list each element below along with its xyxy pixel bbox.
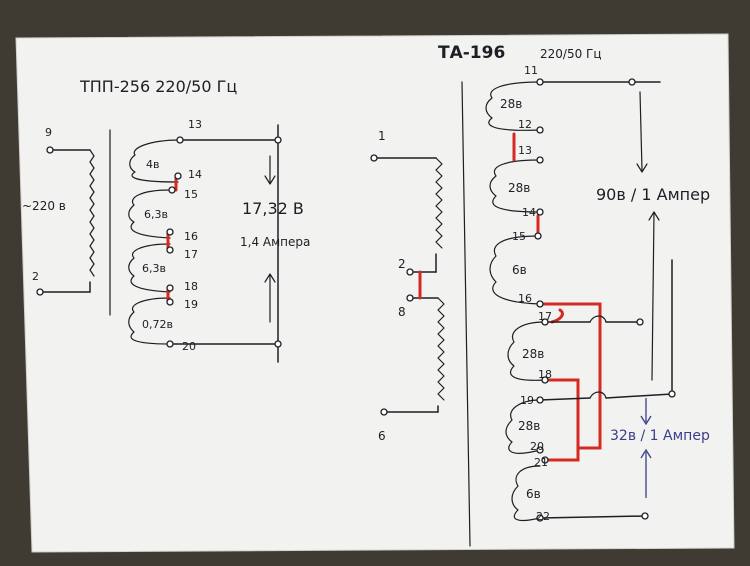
terminal-12 <box>536 126 544 134</box>
terminal-1 <box>370 154 378 162</box>
terminal-16 <box>536 300 544 308</box>
pin-label: 19 <box>184 298 198 311</box>
terminal-17 <box>541 318 549 326</box>
output-voltage-label: 17,32 В <box>242 199 304 218</box>
pin-label: 17 <box>184 248 198 261</box>
tpp256-title: ТПП-256 220/50 Гц <box>79 77 237 96</box>
pin-label: 8 <box>398 305 406 319</box>
terminal-20 <box>536 446 544 454</box>
core-divider <box>461 81 471 547</box>
pin-label: 15 <box>512 230 526 243</box>
winding-label: 6в <box>512 263 527 277</box>
terminal-13 <box>176 136 184 144</box>
output-current-label: 1,4 Ампера <box>240 235 310 249</box>
pin-label: 2 <box>398 257 406 271</box>
winding-label: 6,3в <box>142 262 166 275</box>
pin-label: 6 <box>378 429 386 443</box>
pin-label: 17 <box>538 310 552 323</box>
terminal-9 <box>46 146 54 154</box>
terminal-17 <box>166 246 174 254</box>
pin-label: 18 <box>538 368 552 381</box>
winding-label: 0,72в <box>142 318 173 331</box>
terminal-14 <box>174 172 182 180</box>
terminal-13 <box>536 156 544 164</box>
tpp256-secondary: 13 14 15 16 17 18 19 20 4в 6,3в 6,3в 0,7… <box>128 118 282 363</box>
terminal-out-90-bottom <box>668 390 676 398</box>
terminal-15 <box>168 186 176 194</box>
terminal-22 <box>536 514 544 522</box>
winding-label: 28в <box>508 181 530 195</box>
terminal-2 <box>36 288 44 296</box>
terminal-19 <box>536 396 544 404</box>
terminal-out-top <box>274 136 282 144</box>
ta196-rating: 220/50 Гц <box>540 47 602 61</box>
winding-label: 28в <box>500 97 522 111</box>
pin-label: 14 <box>188 168 202 181</box>
terminal-18 <box>166 284 174 292</box>
transformer-ta196: ТА-196 220/50 Гц <box>438 43 710 523</box>
output-32v-label: 32в / 1 Ампер <box>610 428 710 444</box>
winding-label: 6,3в <box>144 208 168 221</box>
terminal-14 <box>536 208 544 216</box>
tr-primary-middle: 1 2 8 6 <box>370 129 445 443</box>
terminal-20 <box>166 340 174 348</box>
pin-label: 15 <box>184 188 198 201</box>
ta196-title: ТА-196 <box>438 43 505 63</box>
winding-label: 4в <box>146 158 159 171</box>
pin-label: 13 <box>188 118 202 131</box>
terminal-19 <box>166 298 174 306</box>
terminal-18 <box>541 376 549 384</box>
terminal-2b <box>406 268 414 276</box>
terminal-15 <box>534 232 542 240</box>
pin-label: 11 <box>524 64 538 77</box>
pin-label: 16 <box>518 292 532 305</box>
pin-label: 1 <box>378 129 386 143</box>
pin-label: 12 <box>518 118 532 131</box>
jumper-16-20 <box>538 302 602 450</box>
terminal-out-bottom <box>274 340 282 348</box>
transformer-tpp256: ТПП-256 220/50 Гц 9 ~220 в 2 <box>22 77 310 363</box>
pin-label: 16 <box>184 230 198 243</box>
terminal-out-32-top <box>636 318 644 326</box>
terminal-out-90-top <box>628 78 636 86</box>
terminal-out-32-bottom <box>641 512 649 520</box>
pin-label: 22 <box>536 510 550 523</box>
pin-label: 14 <box>522 206 536 219</box>
pin-label: 21 <box>534 456 548 469</box>
pin-label: 20 <box>182 340 196 353</box>
jumper-18-21 <box>543 378 580 462</box>
terminal-21 <box>541 456 549 464</box>
pin-label: 20 <box>530 440 544 453</box>
pin-label: 9 <box>45 126 52 139</box>
primary-voltage-label: ~220 в <box>22 199 66 213</box>
pin-label: 19 <box>520 394 534 407</box>
winding-label: 28в <box>522 347 544 361</box>
terminal-8 <box>406 294 414 302</box>
winding-label: 28в <box>518 419 540 433</box>
output-90v-label: 90в / 1 Ампер <box>596 185 710 204</box>
paper-sheet <box>16 34 734 552</box>
pin-label: 2 <box>32 270 39 283</box>
tpp256-primary: 9 ~220 в 2 <box>22 126 95 296</box>
winding-label: 6в <box>526 487 541 501</box>
pin-label: 18 <box>184 280 198 293</box>
terminal-16 <box>166 228 174 236</box>
pin-label: 13 <box>518 144 532 157</box>
terminal-11 <box>536 78 544 86</box>
terminal-6 <box>380 408 388 416</box>
